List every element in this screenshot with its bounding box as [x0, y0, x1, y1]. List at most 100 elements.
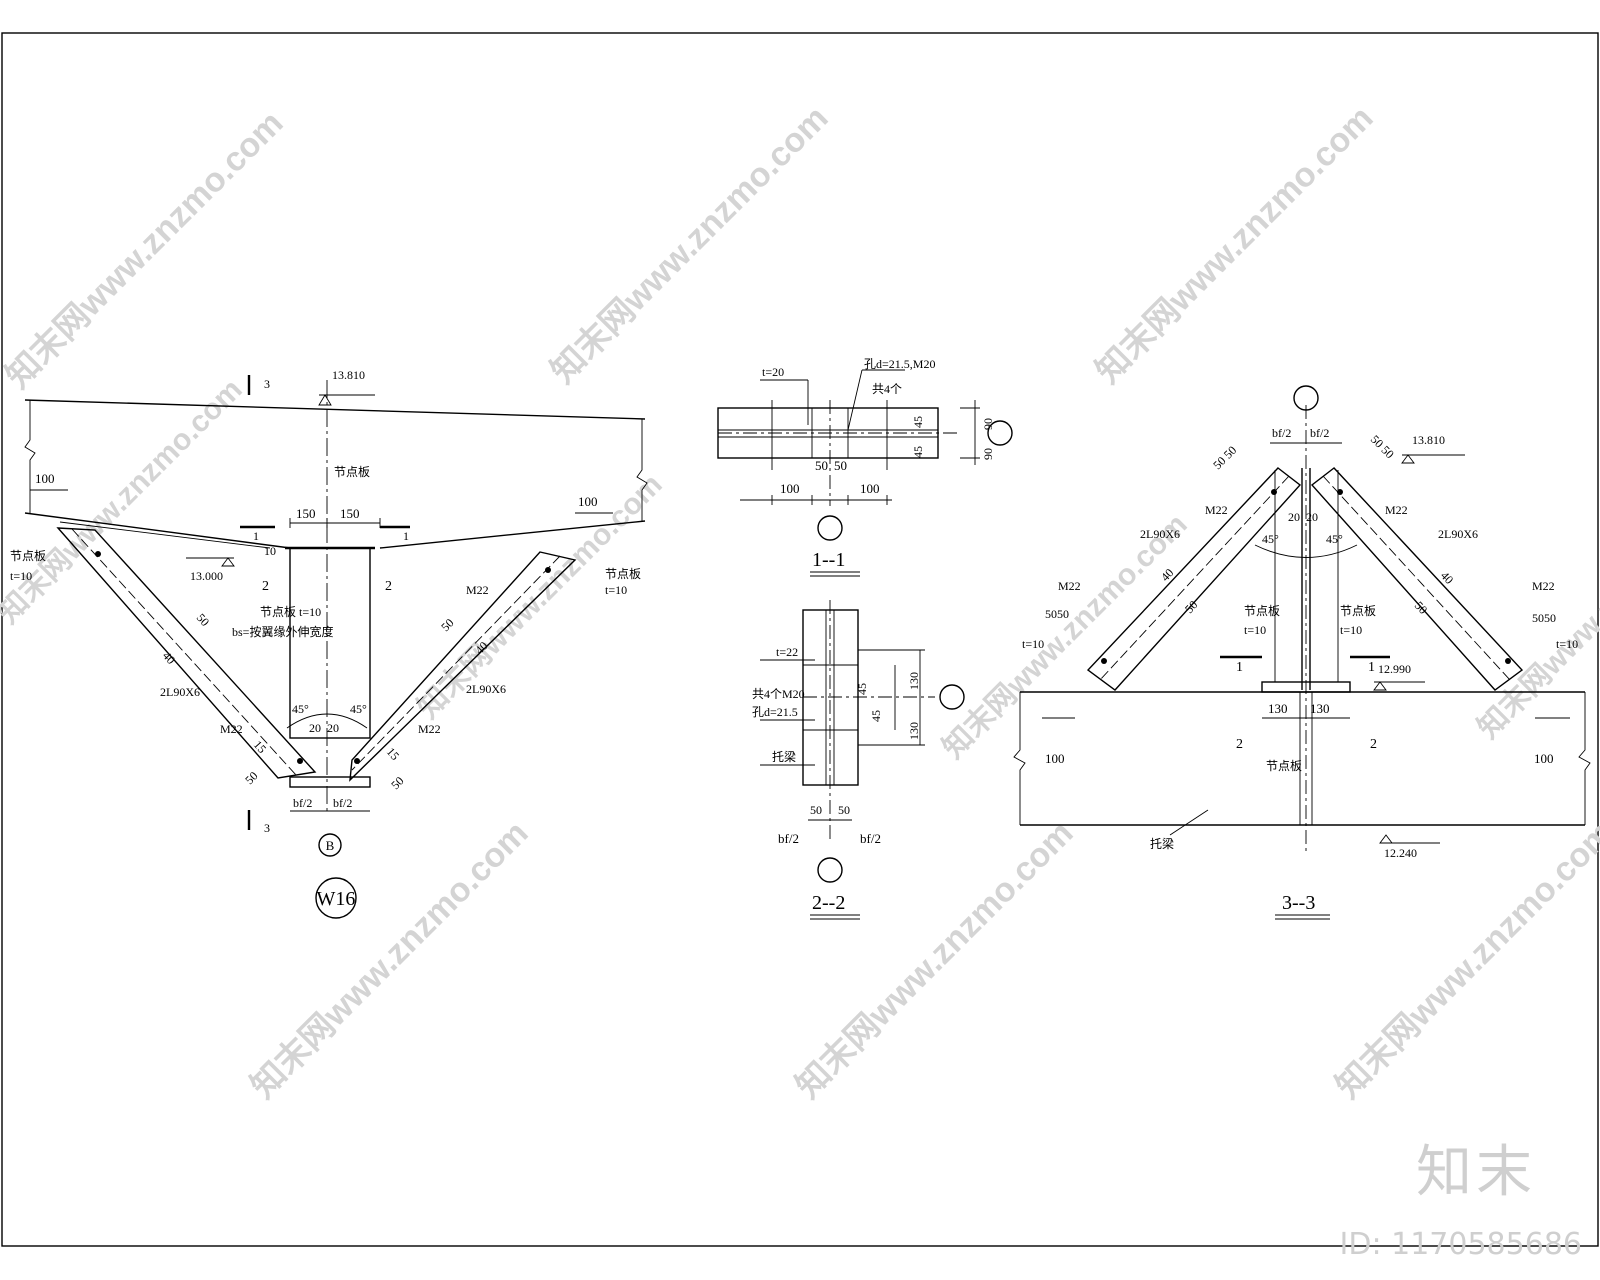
dim: 40 [160, 649, 178, 667]
label: 节点板 t=10 [260, 605, 321, 619]
bolt-label: M22 [1532, 579, 1555, 593]
axis-label: B [326, 838, 335, 853]
label: bs=按翼缘外伸宽度 [232, 624, 333, 639]
label: t=10 [1340, 623, 1362, 637]
brand-watermark: 知末 [1416, 1140, 1536, 1205]
dim: 5050 [1045, 607, 1069, 621]
label: t=22 [776, 645, 798, 659]
dim: 150 [340, 506, 360, 521]
view-section-3-3: 3--3 13.810 12.990 12.240 1 1 2 2 节点板 t=… [1013, 385, 1591, 920]
bolt-label: M22 [466, 583, 489, 597]
dim: 100 [578, 494, 598, 509]
dim: 100 [860, 481, 880, 496]
dim: 45 [911, 446, 925, 458]
axis-bubble [318, 833, 342, 857]
dim: 40 [1438, 568, 1456, 586]
dim: 15 [251, 738, 269, 756]
dim: 50 50 [1368, 432, 1397, 461]
bolt-label: M22 [1385, 503, 1408, 517]
watermark-text: 知末网www.znzmo.com [937, 508, 1194, 765]
watermark-text: 知末网www.znzmo.com [1089, 99, 1381, 391]
label: 孔d=21.5 [752, 705, 798, 719]
section-mark: 2 [1370, 737, 1377, 752]
dim: 50 [242, 769, 260, 787]
dim: 20 [1306, 510, 1318, 524]
dim: 50 [815, 458, 828, 473]
dim: 100 [780, 481, 800, 496]
label: 节点板 [10, 549, 46, 563]
dim: 50 [838, 803, 850, 817]
label: t=10 [605, 583, 627, 597]
bolt-label: M22 [220, 722, 243, 736]
member-label: 2L90X6 [1140, 527, 1180, 541]
label: 节点板 [1244, 604, 1280, 618]
elevation-label: 12.240 [1384, 846, 1417, 860]
dim: bf/2 [293, 796, 312, 810]
section-mark: 1 [1236, 660, 1243, 675]
watermark-text: 知末网www.znzmo.com [544, 99, 836, 391]
label: 托梁 [1150, 836, 1174, 851]
label: t=10 [1556, 637, 1578, 651]
dim: 100 [35, 471, 55, 486]
label: t=10 [1022, 637, 1044, 651]
label: 节点板 [1266, 759, 1302, 773]
label: 节点板 [605, 567, 641, 581]
label: t=10 [1244, 623, 1266, 637]
dim: bf/2 [1310, 426, 1329, 440]
dim: 150 [296, 506, 316, 521]
elevation-label: 13.810 [332, 368, 365, 382]
bolt-label: M22 [1058, 579, 1081, 593]
dim: 50 [438, 616, 456, 634]
dim: 100 [1534, 751, 1554, 766]
section-mark: 2 [385, 579, 392, 594]
elevation-label: 13.000 [190, 569, 223, 583]
drawing-frame [1, 32, 1599, 1247]
dim: 45° [1326, 532, 1343, 546]
view-title: 2--2 [812, 892, 845, 914]
member-label: 2L90X6 [160, 685, 200, 699]
dim: 15 [384, 745, 402, 763]
section-mark: 3 [264, 377, 270, 391]
member-label: 2L90X6 [466, 682, 506, 696]
dim: bf/2 [778, 831, 799, 846]
bolt-label: M22 [418, 722, 441, 736]
dim: 20 [327, 721, 339, 735]
dim: 20 [1288, 510, 1300, 524]
view-title: 1--1 [812, 549, 845, 571]
id-watermark: ID: 1170585686 [1339, 1227, 1582, 1262]
section-mark: 1 [253, 529, 259, 543]
dim: 90 [981, 418, 995, 430]
label: 节点板 [334, 465, 370, 479]
dim: 130 [907, 722, 921, 740]
dim: 130 [907, 672, 921, 690]
watermark-layer: 知末网www.znzmo.com 知末网www.znzmo.com 知末网www… [0, 99, 1600, 1106]
dim: bf/2 [860, 831, 881, 846]
label: 共4个M20 [752, 687, 805, 701]
watermark-text: 知末网www.znzmo.com [412, 468, 669, 725]
dim: 45 [911, 416, 925, 428]
label: t=10 [10, 569, 32, 583]
member-label: 2L90X6 [1438, 527, 1478, 541]
dim: 90 [981, 448, 995, 460]
label: 托梁 [772, 749, 796, 764]
section-mark: 1 [1368, 660, 1375, 675]
watermark-text: 知末网www.znzmo.com [0, 373, 249, 630]
dim: 50 [194, 611, 212, 629]
section-mark: 2 [262, 579, 269, 594]
elevation-label: 12.990 [1378, 662, 1411, 676]
dim: 10 [264, 544, 276, 558]
label: 共4个 [872, 382, 902, 396]
view-w16: B W16 3 3 1 1 2 2 13.810 13.000 节点板 节点板 … [10, 368, 648, 919]
dim: 40 [1158, 566, 1176, 584]
label: t=20 [762, 365, 784, 379]
section-mark: 1 [403, 529, 409, 543]
dim: bf/2 [333, 796, 352, 810]
watermark-text: 知末网www.znzmo.com [244, 814, 536, 1106]
elevation-label: 13.810 [1412, 433, 1445, 447]
dim: 45° [292, 702, 309, 716]
dim: bf/2 [1272, 426, 1291, 440]
dim: 50 [834, 458, 847, 473]
bolt-label: M22 [1205, 503, 1228, 517]
dim: 50 [810, 803, 822, 817]
